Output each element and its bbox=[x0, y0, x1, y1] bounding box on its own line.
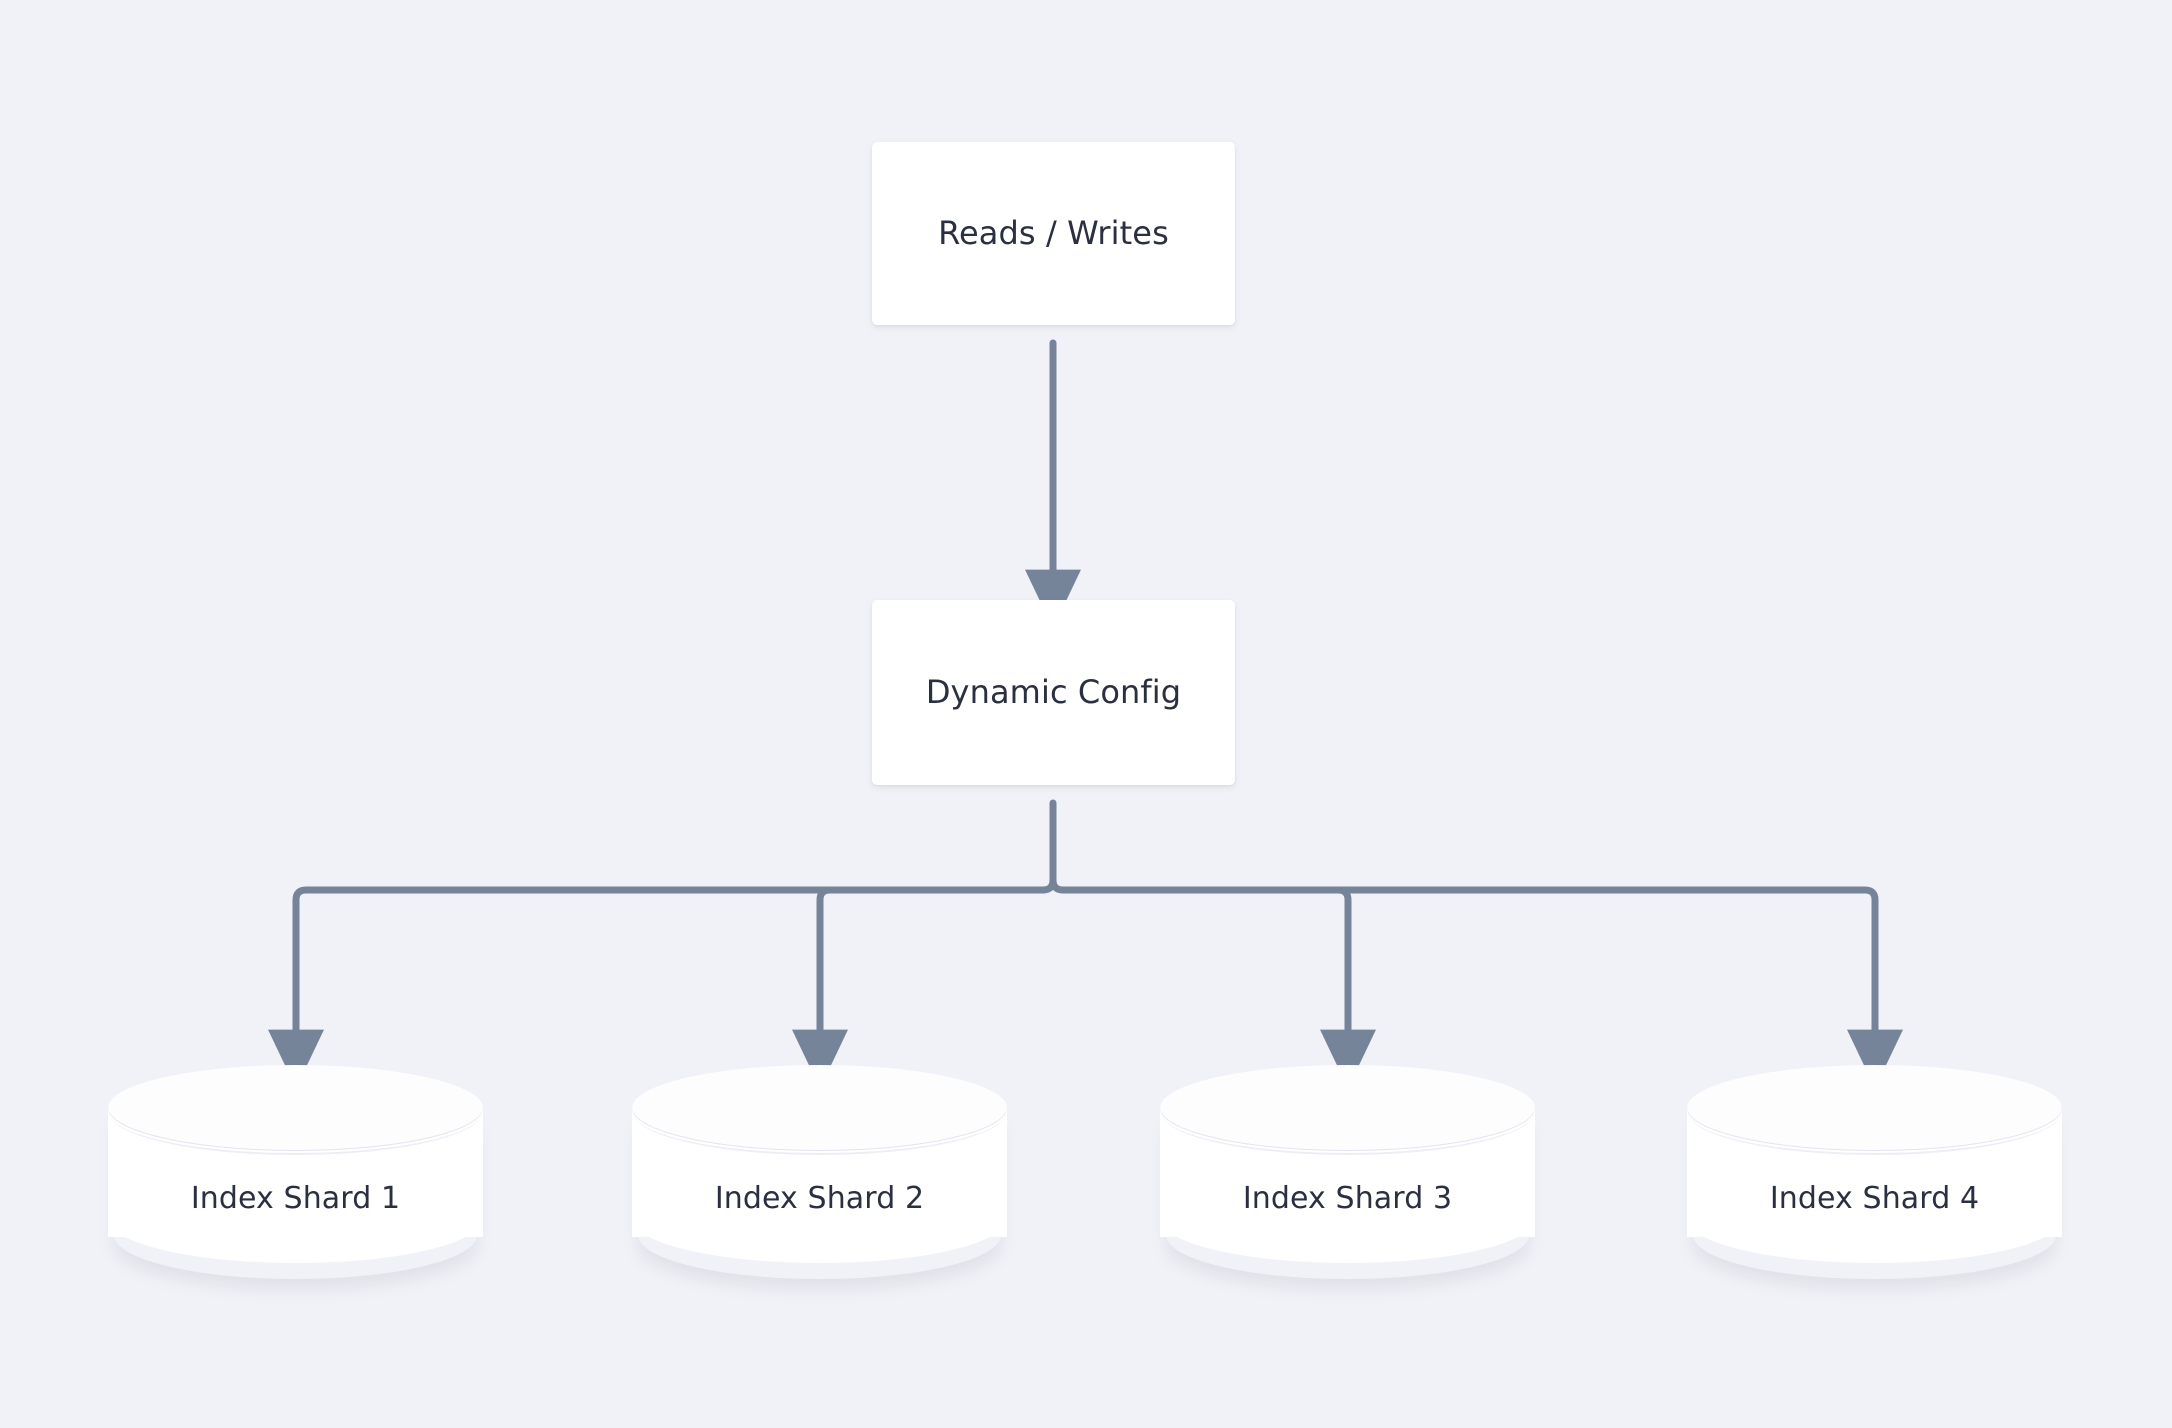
node-index-shard-4[interactable]: Index Shard 4 bbox=[1687, 1065, 2062, 1287]
cylinder-seam bbox=[1161, 1069, 1534, 1155]
rail-junction-right-fillet bbox=[1049, 868, 1067, 894]
node-index-shard-2-label: Index Shard 2 bbox=[714, 1181, 925, 1216]
edge-dynamicconfig-to-shard-3 bbox=[1059, 886, 1376, 1089]
cylinder-seam bbox=[1688, 1069, 2061, 1155]
edge-dynamicconfig-to-shard-4 bbox=[1059, 886, 1903, 1089]
node-index-shard-1-label: Index Shard 1 bbox=[190, 1181, 401, 1216]
node-index-shard-3-label: Index Shard 3 bbox=[1242, 1181, 1453, 1216]
cylinder-seam bbox=[109, 1069, 482, 1155]
node-index-shard-1[interactable]: Index Shard 1 bbox=[108, 1065, 483, 1287]
node-index-shard-3[interactable]: Index Shard 3 bbox=[1160, 1065, 1535, 1287]
node-reads-writes[interactable]: Reads / Writes bbox=[872, 142, 1235, 325]
cylinder-seam bbox=[633, 1069, 1006, 1155]
node-index-shard-4-label: Index Shard 4 bbox=[1769, 1181, 1980, 1216]
node-reads-writes-label: Reads / Writes bbox=[938, 214, 1169, 253]
node-dynamic-config[interactable]: Dynamic Config bbox=[872, 600, 1235, 785]
node-index-shard-2[interactable]: Index Shard 2 bbox=[632, 1065, 1007, 1287]
edge-dynamicconfig-to-shard-1 bbox=[268, 886, 1047, 1089]
edge-dynamicconfig-to-shard-2 bbox=[792, 886, 1047, 1089]
node-dynamic-config-label: Dynamic Config bbox=[925, 673, 1182, 712]
